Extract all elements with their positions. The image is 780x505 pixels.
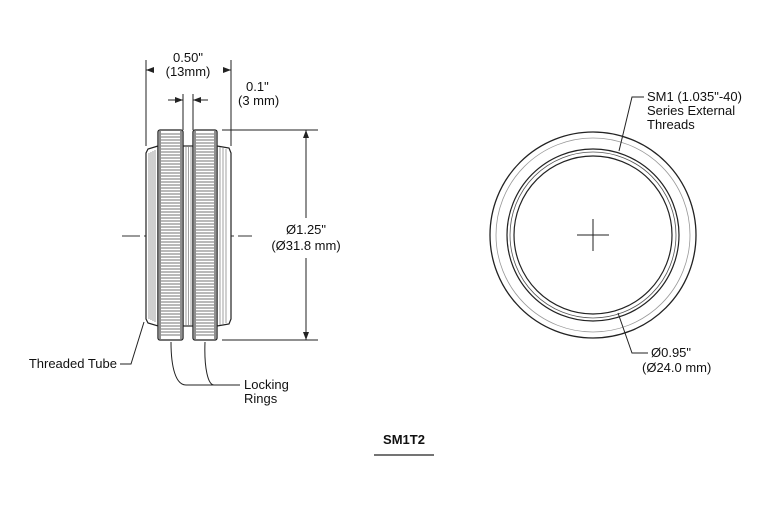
locking-rings-leader (170, 341, 215, 386)
inner-bore-circle (513, 155, 673, 315)
bore-leader (617, 312, 648, 354)
ring-gap-imperial: 0.1" (246, 79, 269, 94)
front-view: SM1 (1.035"-40) Series External Threads … (489, 89, 742, 375)
outer-diameter-imperial: Ø1.25" (286, 222, 326, 237)
side-view: 0.50" (13mm) 0.1" (3 mm) Ø1.25" (Ø31.8 m… (29, 50, 341, 406)
thread-label-1: SM1 (1.035"-40) (647, 89, 742, 104)
tube-right-threads (219, 147, 227, 325)
outer-ring-inner-edge (495, 137, 691, 333)
thread-label-3: Threads (647, 117, 695, 132)
locking-ring-1-knurl (161, 133, 180, 336)
thread-leader (618, 96, 644, 152)
threaded-tube-label: Threaded Tube (29, 356, 117, 371)
locking-ring-2 (192, 129, 218, 341)
overall-length-metric: (13mm) (166, 64, 211, 79)
locking-rings-label-2: Rings (244, 391, 278, 406)
outer-diameter-metric: (Ø31.8 mm) (271, 238, 340, 253)
external-thread-root (509, 151, 677, 319)
locking-ring-2-knurl (196, 133, 214, 336)
threaded-tube-leader (120, 321, 145, 365)
threaded-tube-right (216, 145, 232, 327)
locking-ring-1 (157, 129, 184, 341)
thread-label-2: Series External (647, 103, 735, 118)
tube-middle-threads (185, 147, 192, 325)
bore-diameter-metric: (Ø24.0 mm) (642, 360, 711, 375)
threaded-tube-left (145, 145, 159, 327)
tube-left-threads (148, 150, 156, 322)
threaded-tube-middle (182, 145, 194, 327)
locking-rings-label-1: Locking (244, 377, 289, 392)
ring-gap-metric: (3 mm) (238, 93, 279, 108)
outer-diameter-dimension (222, 129, 318, 341)
bore-diameter-imperial: Ø0.95" (651, 345, 691, 360)
ring-gap-dimension (168, 94, 208, 130)
external-thread-circle (506, 148, 680, 322)
part-number-title: SM1T2 (383, 432, 425, 447)
overall-length-imperial: 0.50" (173, 50, 203, 65)
overall-length-dimension (145, 60, 232, 146)
